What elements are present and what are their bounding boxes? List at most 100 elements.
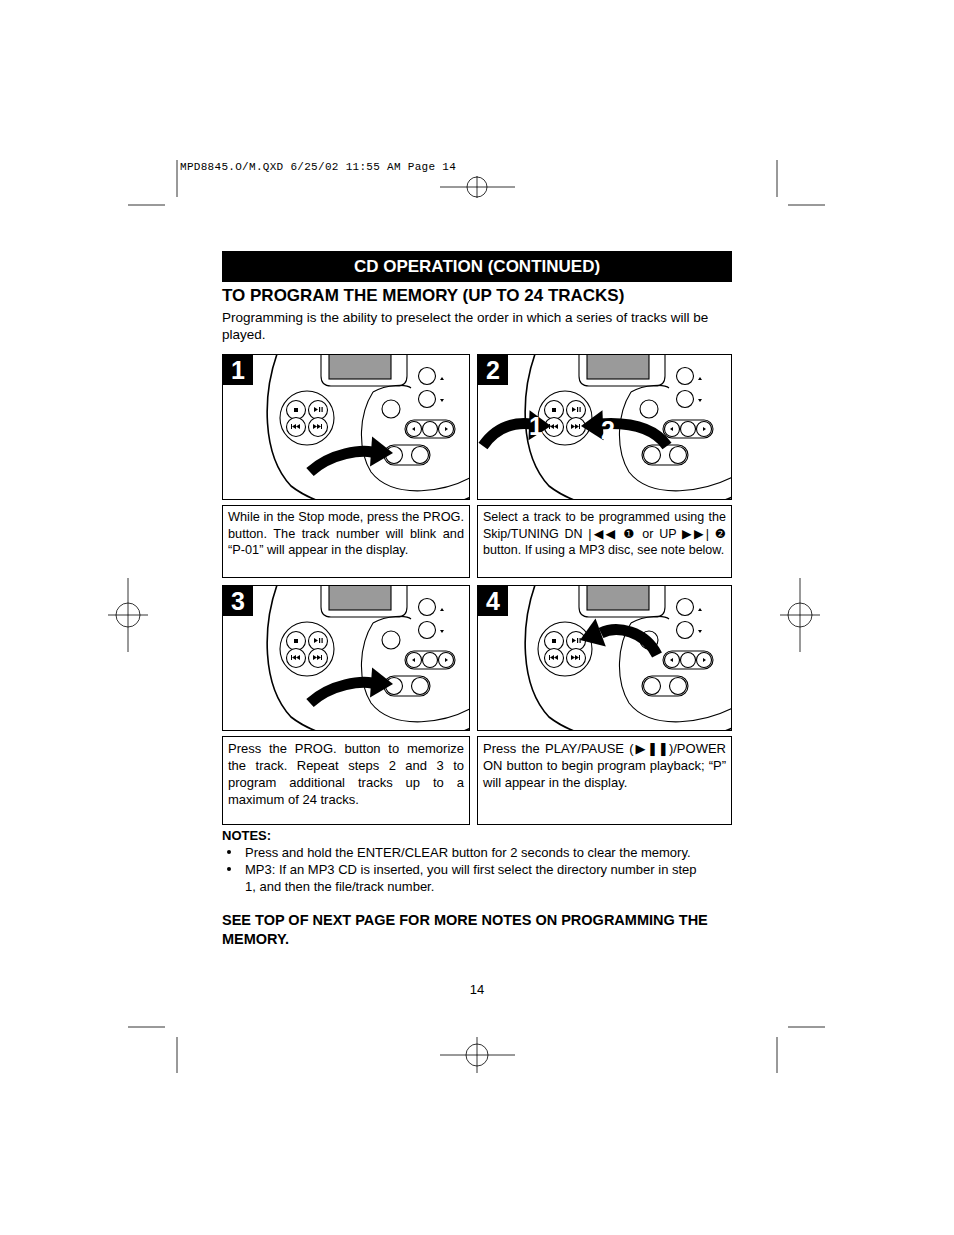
lcd-display	[329, 585, 391, 610]
step-number: 4	[478, 586, 508, 616]
pointer-arrowhead	[580, 618, 606, 646]
up-symbol	[698, 608, 702, 611]
transport-button	[309, 418, 328, 437]
step-panel: 3	[222, 585, 470, 731]
button	[419, 368, 436, 385]
control-panel-top	[631, 385, 669, 392]
pointer-arrow	[310, 682, 372, 703]
caption-text: Press the PLAY/PAUSE (▶❚❚)/POWER ON butt…	[483, 740, 726, 791]
skip-up-symbol	[313, 655, 322, 660]
button-cluster	[280, 622, 334, 676]
crop-mark	[477, 1037, 478, 1073]
section-band: CD OPERATION (CONTINUED)	[222, 251, 732, 282]
up-symbol	[440, 377, 444, 380]
button	[407, 422, 422, 437]
transport-button	[287, 632, 306, 651]
pointer-arrowhead	[370, 668, 393, 698]
button	[640, 400, 658, 418]
crop-mark	[440, 1055, 515, 1056]
left-symbol	[412, 427, 415, 431]
arrow-number: 2	[597, 416, 619, 444]
crop-mark	[777, 160, 778, 197]
down-symbol	[440, 630, 444, 633]
button	[677, 391, 694, 408]
right-symbol	[445, 427, 448, 431]
control-panel	[361, 623, 470, 722]
button	[697, 653, 712, 668]
down-symbol	[698, 399, 702, 402]
pointer-arrow	[601, 630, 657, 655]
button-bar	[663, 420, 713, 438]
control-panel-top	[373, 616, 411, 623]
step-number: 3	[223, 586, 253, 616]
control-panel-top	[373, 385, 411, 392]
registration-mark	[466, 1044, 488, 1066]
button	[670, 447, 687, 464]
button	[382, 400, 400, 418]
button	[670, 678, 687, 695]
transport-button	[567, 401, 586, 420]
button-bar	[642, 676, 688, 696]
button-cluster	[538, 391, 592, 445]
button	[681, 653, 696, 668]
skip-up-symbol	[313, 424, 322, 429]
right-symbol	[703, 658, 706, 662]
transport-button	[309, 401, 328, 420]
up-symbol	[440, 608, 444, 611]
transport-button	[309, 649, 328, 668]
button	[382, 631, 400, 649]
button-bar	[384, 445, 430, 465]
notes-heading: NOTES:	[222, 828, 422, 843]
step-caption: While in the Stop mode, press the PROG. …	[222, 505, 470, 578]
button	[677, 599, 694, 616]
cd-player-drawing	[267, 354, 470, 500]
control-panel-top	[631, 616, 669, 623]
step-caption: Press the PROG. button to memorize the t…	[222, 736, 470, 825]
transport-button	[287, 401, 306, 420]
crop-mark	[177, 160, 178, 197]
button	[681, 422, 696, 437]
caption-text: While in the Stop mode, press the PROG. …	[228, 509, 464, 559]
crop-mark	[440, 187, 515, 188]
transport-button	[567, 632, 586, 651]
cd-player-drawing	[267, 585, 470, 731]
right-symbol	[703, 427, 706, 431]
button	[419, 391, 436, 408]
page-number: 14	[462, 982, 492, 997]
button	[419, 622, 436, 639]
button-bar	[405, 420, 455, 438]
transport-button	[287, 649, 306, 668]
crop-mark	[788, 205, 825, 206]
crop-mark	[777, 1037, 778, 1073]
skip-down-symbol	[291, 424, 300, 429]
right-symbol	[445, 658, 448, 662]
left-symbol	[670, 427, 673, 431]
cd-player-drawing	[483, 354, 732, 500]
print-slug: MPD8845.O/M.QXD 6/25/02 11:55 AM Page 14	[180, 161, 540, 173]
play-pause-symbol	[572, 638, 581, 643]
play-pause-symbol	[572, 407, 581, 412]
button-cluster	[280, 391, 334, 445]
lcd-display	[587, 354, 649, 379]
stop-symbol	[294, 639, 298, 643]
cd-player-drawing	[525, 585, 732, 731]
transport-button	[287, 418, 306, 437]
note-text: Press and hold the ENTER/CLEAR button fo…	[245, 844, 745, 861]
skip-up-symbol	[571, 655, 580, 660]
play-pause-symbol	[314, 407, 323, 412]
section-title: CD OPERATION (CONTINUED)	[222, 251, 732, 282]
button	[407, 653, 422, 668]
button	[412, 447, 429, 464]
transport-button	[567, 649, 586, 668]
step-number: 2	[478, 355, 508, 385]
down-symbol	[698, 630, 702, 633]
print-marks	[108, 160, 825, 1073]
arrow-number: 1	[526, 412, 546, 440]
button	[665, 653, 680, 668]
caption-text: Press the PROG. button to memorize the t…	[228, 740, 464, 808]
button	[665, 422, 680, 437]
crop-mark	[788, 1027, 825, 1028]
registration-mark	[467, 177, 487, 197]
control-panel	[619, 392, 732, 491]
